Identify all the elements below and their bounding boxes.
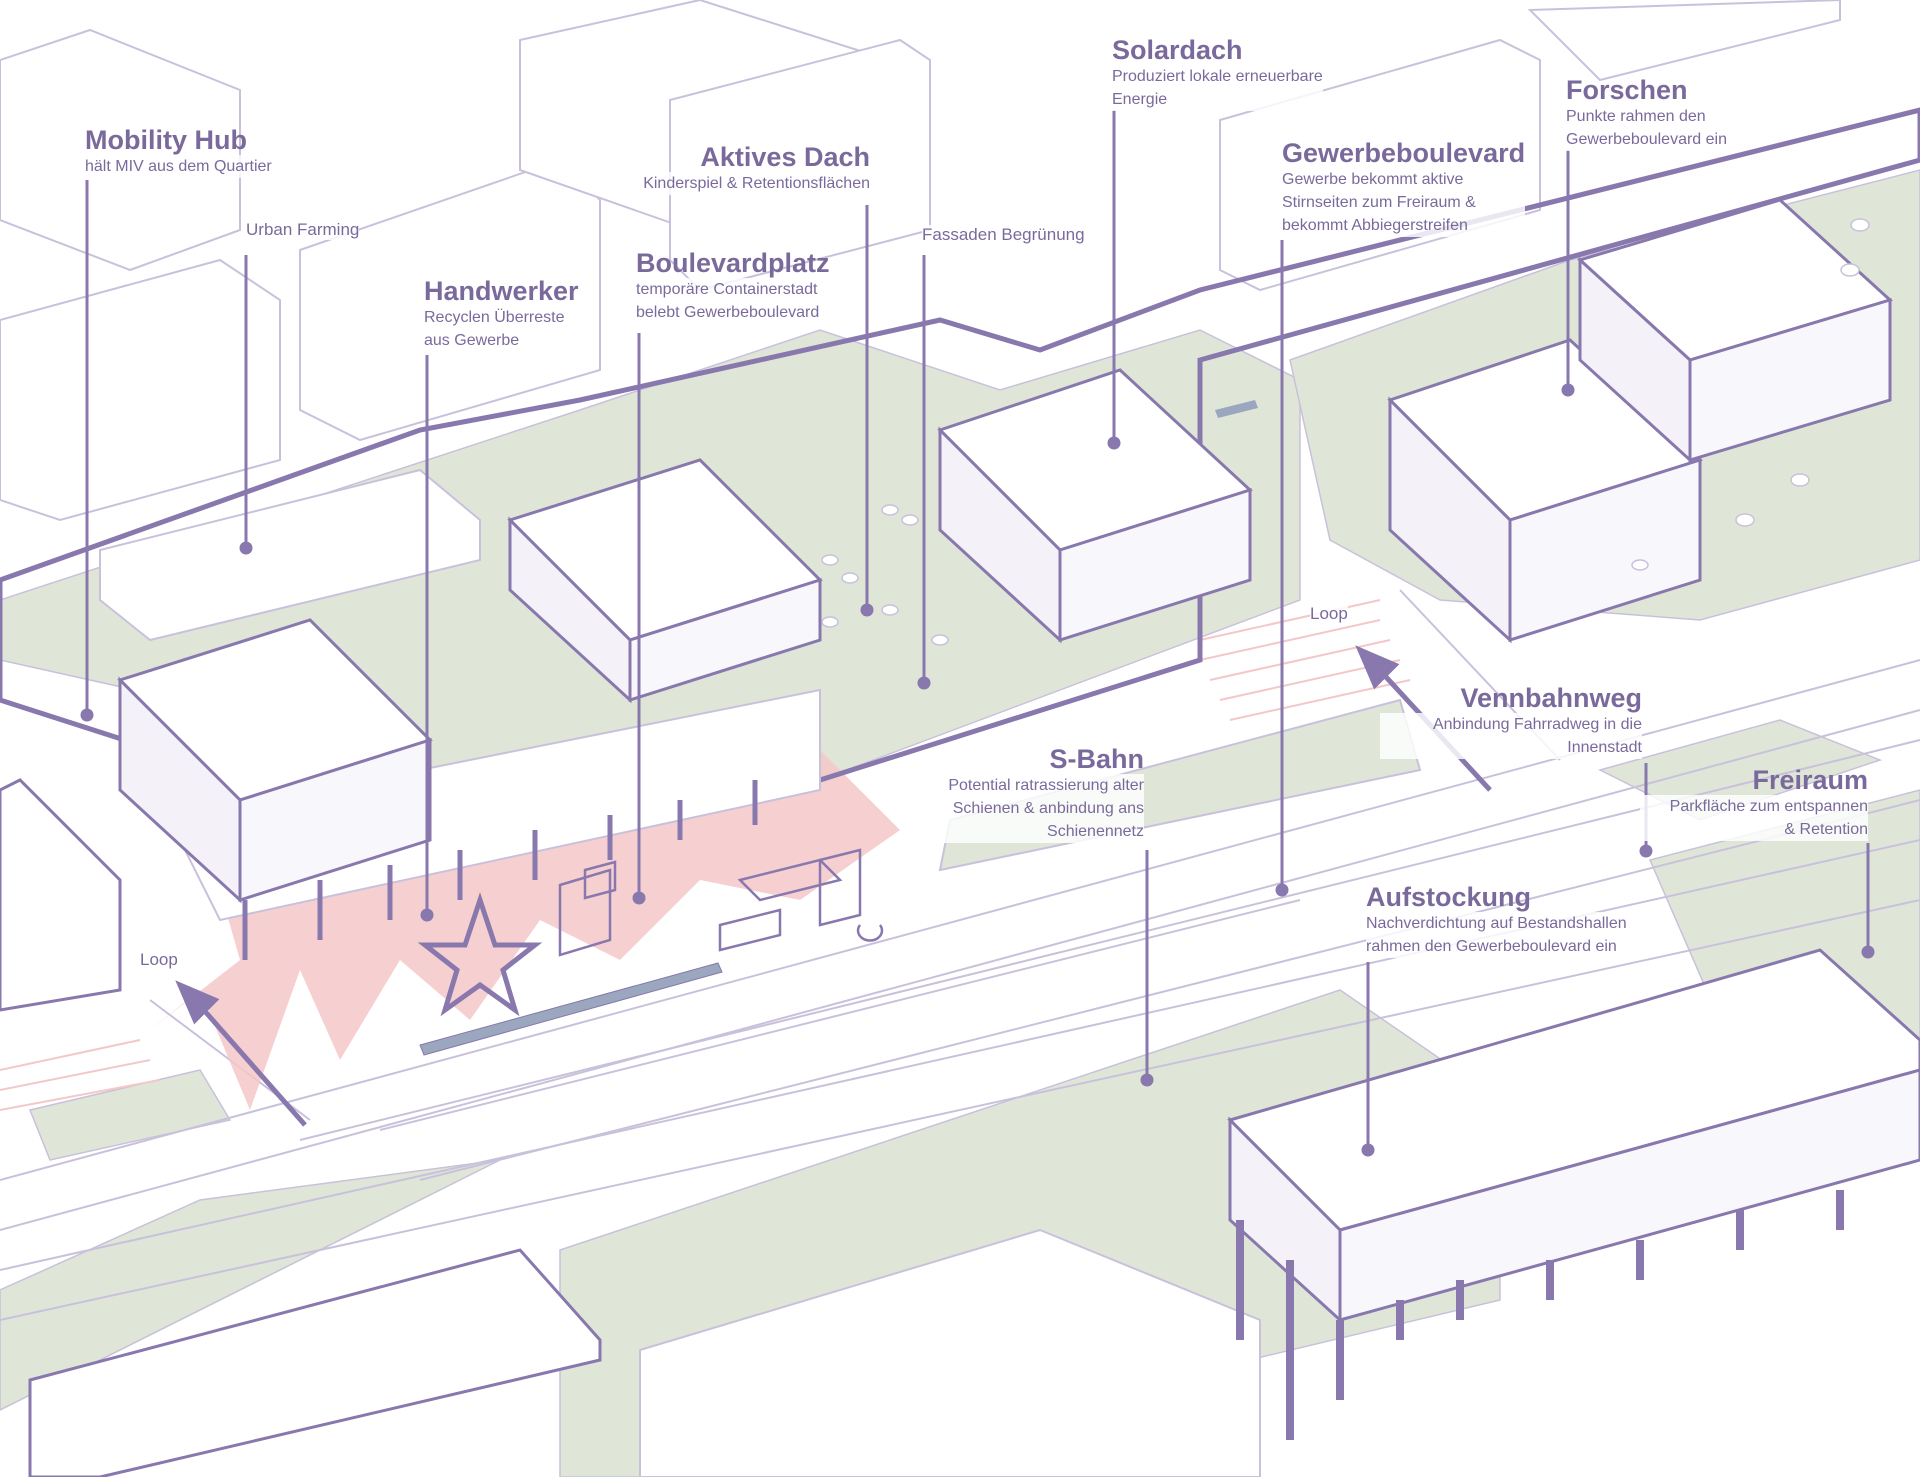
stilts bbox=[1236, 1190, 1844, 1440]
label-s-bahn: S-Bahn Potential ratrassierung alter Sch… bbox=[900, 744, 1144, 843]
boulevardplatz-desc: temporäre Containerstadt belebt Gewerbeb… bbox=[636, 278, 830, 324]
freiraum-title: Freiraum bbox=[1752, 765, 1868, 795]
vennbahnweg-title: Vennbahnweg bbox=[1460, 683, 1642, 713]
mobility-hub-title: Mobility Hub bbox=[85, 125, 247, 155]
gewerbeboulevard-desc: Gewerbe bekommt aktive Stirnseiten zum F… bbox=[1282, 168, 1526, 237]
label-forschen: Forschen Punkte rahmen den Gewerbeboulev… bbox=[1566, 75, 1727, 151]
s-bahn-title: S-Bahn bbox=[1049, 744, 1145, 774]
loop-label-left: Loop bbox=[140, 950, 178, 970]
forschen-desc: Punkte rahmen den Gewerbeboulevard ein bbox=[1566, 105, 1727, 151]
solardach-desc: Produziert lokale erneuerbare Energie bbox=[1112, 65, 1323, 111]
container-city bbox=[558, 848, 884, 957]
label-solardach: Solardach Produziert lokale erneuerbare … bbox=[1112, 35, 1323, 111]
rail-track bbox=[419, 400, 1258, 1056]
rooftop-circles bbox=[821, 218, 1870, 646]
vennbahnweg-desc: Anbindung Fahrradweg in die Innenstadt bbox=[1380, 713, 1642, 759]
boulevard-activation-zone bbox=[150, 750, 900, 1110]
block-buildings bbox=[0, 198, 1920, 1477]
handwerker-desc: Recyclen Überreste aus Gewerbe bbox=[424, 306, 579, 352]
label-boulevardplatz: Boulevardplatz temporäre Containerstadt … bbox=[636, 248, 830, 324]
label-vennbahnweg: Vennbahnweg Anbindung Fahrradweg in die … bbox=[1380, 683, 1642, 759]
freiraum-desc: Parkfläche zum entspannen & Retention bbox=[1640, 795, 1868, 841]
label-fassaden: Fassaden Begrünung bbox=[922, 225, 1085, 245]
label-mobility-hub: Mobility Hub hält MIV aus dem Quartier bbox=[85, 125, 272, 178]
solardach-title: Solardach bbox=[1112, 35, 1243, 65]
boulevard-stilts bbox=[242, 780, 758, 960]
label-freiraum: Freiraum Parkfläche zum entspannen & Ret… bbox=[1640, 765, 1868, 841]
loop-arrows bbox=[175, 645, 1492, 1127]
forschen-title: Forschen bbox=[1566, 75, 1688, 105]
aktives-dach-title: Aktives Dach bbox=[700, 142, 870, 172]
label-gewerbeboulevard: Gewerbeboulevard Gewerbe bekommt aktive … bbox=[1282, 138, 1526, 237]
aufstockung-desc: Nachverdichtung auf Bestandshallen rahme… bbox=[1366, 912, 1627, 958]
label-handwerker: Handwerker Recyclen Überreste aus Gewerb… bbox=[424, 276, 579, 352]
gewerbeboulevard-title: Gewerbeboulevard bbox=[1282, 138, 1526, 168]
loop-label-right: Loop bbox=[1310, 604, 1348, 624]
label-aufstockung: Aufstockung Nachverdichtung auf Bestands… bbox=[1366, 882, 1627, 958]
leader-lines bbox=[80, 110, 1875, 1157]
boulevardplatz-title: Boulevardplatz bbox=[636, 248, 830, 278]
s-bahn-desc: Potential ratrassierung alter Schienen &… bbox=[900, 774, 1144, 843]
label-aktives-dach: Aktives Dach Kinderspiel & Retentionsflä… bbox=[620, 142, 870, 195]
aufstockung-title: Aufstockung bbox=[1366, 882, 1531, 912]
handwerker-title: Handwerker bbox=[424, 276, 579, 306]
star-icon bbox=[417, 892, 543, 1017]
mobility-hub-desc: hält MIV aus dem Quartier bbox=[85, 155, 272, 178]
label-urban-farming: Urban Farming bbox=[246, 220, 360, 240]
aktives-dach-desc: Kinderspiel & Retentionsflächen bbox=[620, 172, 870, 195]
